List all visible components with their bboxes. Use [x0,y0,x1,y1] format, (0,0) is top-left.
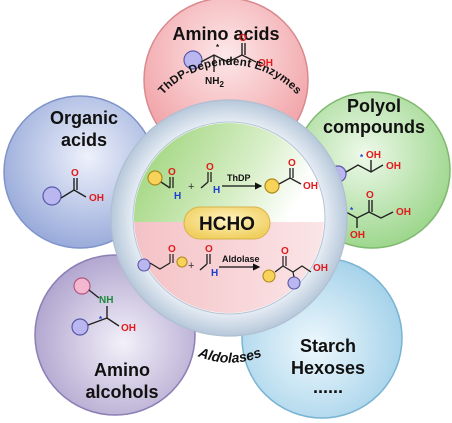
amino-acids-title: Amino acids [172,24,279,44]
thdp-prod-oxygen: O [288,158,296,169]
hcho-oxygen-1: O [206,162,214,173]
aldolase-prod-oh: OH [313,263,328,274]
amino-acid-structure: O OH * NH2 [183,33,273,89]
starch-title-line1: Starch [300,336,356,356]
polyol1-star: * [360,153,364,162]
polyol-title-line1: Polyol [347,96,401,116]
polyol2-oh-right: OH [396,207,411,218]
aldolase-sub-oxygen: O [168,244,176,255]
polyol2-carbonyl: O [366,190,374,201]
aldolase-reaction: O + O H Aldolase O OH [137,244,328,290]
aldolase-arrow-label: Aldolase [222,254,260,264]
thdp-sub-oxygen: O [168,167,176,178]
aldolase-prod-oxygen: O [281,246,289,257]
amino-alcohols-title-line1: Amino [94,360,150,380]
amino-alcohol-structure: NH * OH [71,277,136,336]
thdp-reaction: O H + O H ThDP O OH [147,158,318,202]
hydroxyl-label: OH [258,58,273,69]
hcho-oxygen-2: O [205,244,213,255]
organic-acid-structure: O OH [42,168,104,206]
organic-acids-title-line2: acids [61,130,107,150]
amino-alc-oh: OH [121,323,136,334]
thdp-sub-hydrogen: H [174,191,181,202]
aldolase-plus: + [188,260,194,272]
amino-alcohols-title-line2: alcohols [85,382,158,402]
hcho-center: HCHO [183,206,271,240]
carbonyl-oxygen: O [239,33,247,44]
starch-title-line2: Hexoses [291,358,365,378]
chiral-star: * [216,43,220,52]
polyol1-oh-top: OH [366,150,381,161]
organic-acids-title-line1: Organic [50,108,118,128]
thdp-prod-oh: OH [303,181,318,192]
acid-hydroxyl: OH [89,193,104,204]
thdp-plus: + [188,181,194,193]
hcho-hydrogen-1: H [213,185,220,196]
polyol1-oh-right: OH [386,161,401,172]
polyol2-oh-bottom: OH [350,230,365,241]
thdp-arrow-label: ThDP [227,173,251,183]
amine-nh: NH [99,295,113,306]
starch-title-line3: ...... [313,377,343,397]
polyol2-star: * [350,206,354,215]
polyol-title-line2: compounds [323,117,425,137]
amine-label: NH2 [205,76,224,89]
lower-ring-label: Aldolases [196,344,264,366]
hcho-hydrogen-2: H [211,268,218,279]
acid-carbonyl: O [71,168,79,179]
hcho-label: HCHO [199,214,255,235]
